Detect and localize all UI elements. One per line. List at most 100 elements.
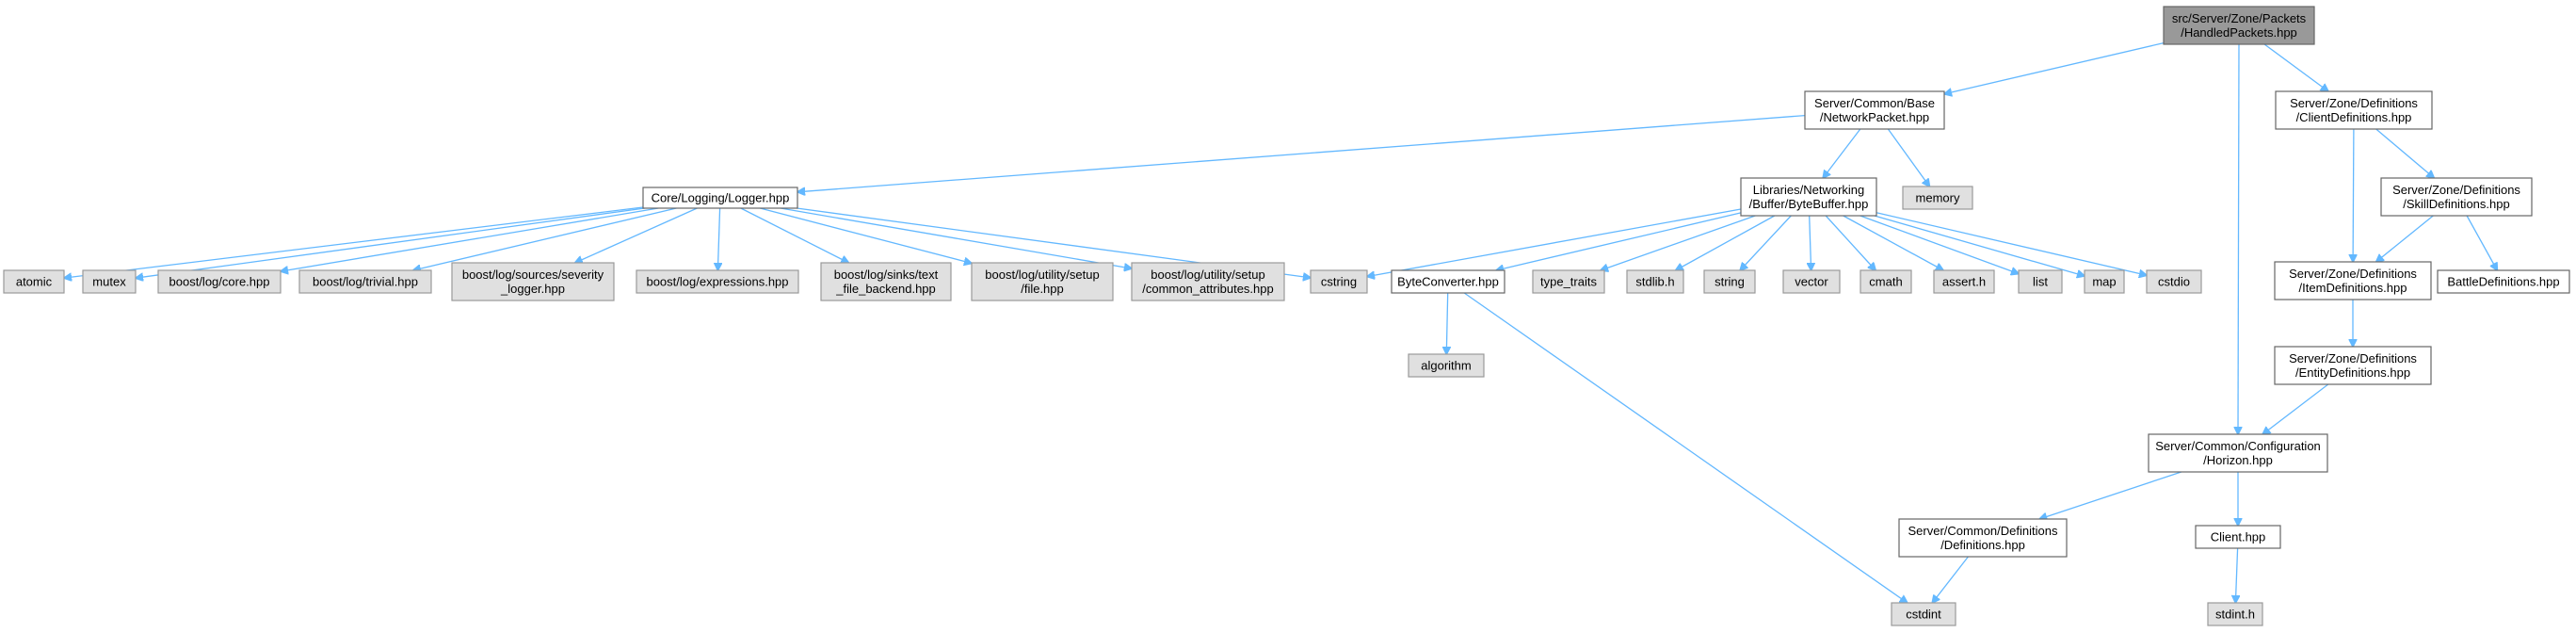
node-box <box>1902 186 1973 210</box>
edge-n31-to-n32 <box>2039 471 2182 519</box>
node-box <box>1408 353 1485 378</box>
edge-n4-to-n16 <box>1367 208 1742 277</box>
node-n17[interactable]: ByteConverter.hpp <box>1391 269 1505 294</box>
node-n19: stdlib.h <box>1626 269 1684 294</box>
node-n20: string <box>1703 269 1756 294</box>
node-label-line: Libraries/Networking <box>1753 183 1865 197</box>
node-label-line: /ClientDefinitions.hpp <box>2296 110 2412 124</box>
node-box <box>2274 261 2432 300</box>
node-label-line: /ItemDefinitions.hpp <box>2299 281 2407 295</box>
node-n11: boost/log/sources/severity_logger.hpp <box>451 262 615 301</box>
node-label-line: Server/Common/Configuration <box>2155 439 2321 453</box>
edge-n3-to-n10 <box>413 207 677 270</box>
node-box <box>157 269 282 294</box>
edge-n33-to-n35 <box>2235 547 2237 603</box>
node-label-line: mutex <box>92 275 126 289</box>
node-n25: map <box>2084 269 2125 294</box>
node-label-line: /NetworkPacket.hpp <box>1820 110 1929 124</box>
node-label-line: _logger.hpp <box>500 282 565 296</box>
node-n13: boost/log/sinks/text_file_backend.hpp <box>820 262 952 301</box>
node-box <box>2084 269 2125 294</box>
node-label-line: algorithm <box>1421 359 1471 373</box>
node-n26: cstdio <box>2146 269 2202 294</box>
node-box <box>820 262 952 301</box>
nodes-layer: src/Server/Zone/Packets/HandledPackets.h… <box>3 6 2570 626</box>
node-label-line: boost/log/utility/setup <box>1151 268 1264 282</box>
node-label-line: Server/Zone/Definitions <box>2392 183 2520 197</box>
node-box <box>1626 269 1684 294</box>
node-box <box>298 269 432 294</box>
node-n27[interactable]: Server/Zone/Definitions/ItemDefinitions.… <box>2274 261 2432 300</box>
node-box <box>2437 269 2570 294</box>
node-label-line: Core/Logging/Logger.hpp <box>652 191 790 205</box>
node-box <box>2274 346 2432 385</box>
node-box <box>1703 269 1756 294</box>
node-label-line: /Definitions.hpp <box>1940 538 2025 552</box>
node-n35: stdint.h <box>2207 602 2263 626</box>
edge-n3-to-n8 <box>136 207 645 278</box>
node-n18: type_traits <box>1532 269 1605 294</box>
node-label-line: atomic <box>16 275 53 289</box>
node-n3[interactable]: Core/Logging/Logger.hpp <box>642 187 798 209</box>
edge-n6-to-n27 <box>2376 215 2434 262</box>
edge-n0-to-n2 <box>2263 43 2328 91</box>
node-n30[interactable]: Server/Zone/Definitions/EntityDefinition… <box>2274 346 2432 385</box>
edge-n6-to-n28 <box>2466 215 2497 270</box>
edge-n4-to-n21 <box>1810 215 1811 270</box>
node-n15: boost/log/utility/setup/common_attribute… <box>1131 262 1285 301</box>
node-label-line: type_traits <box>1540 275 1597 289</box>
node-n4[interactable]: Libraries/Networking/Buffer/ByteBuffer.h… <box>1740 177 1877 217</box>
node-box <box>2018 269 2063 294</box>
node-n6[interactable]: Server/Zone/Definitions/SkillDefinitions… <box>2380 177 2533 217</box>
edges-layer <box>64 41 2497 603</box>
node-box <box>2275 90 2433 130</box>
node-label-line: vector <box>1795 275 1828 289</box>
node-label-line: Server/Zone/Definitions <box>2289 267 2417 281</box>
node-box <box>3 269 65 294</box>
node-n0[interactable]: src/Server/Zone/Packets/HandledPackets.h… <box>2163 6 2315 45</box>
edge-n0-to-n1 <box>1944 41 2165 94</box>
node-box <box>1898 518 2068 558</box>
node-box <box>642 187 798 209</box>
node-box <box>1860 269 1912 294</box>
node-label-line: stdlib.h <box>1635 275 1674 289</box>
node-n22: cmath <box>1860 269 1912 294</box>
node-n24: list <box>2018 269 2063 294</box>
node-n1[interactable]: Server/Common/Base/NetworkPacket.hpp <box>1804 90 1945 130</box>
edge-n4-to-n18 <box>1601 215 1756 270</box>
node-label-line: string <box>1715 275 1745 289</box>
edge-n4-to-n23 <box>1843 215 1943 270</box>
node-label-line: /Buffer/ByteBuffer.hpp <box>1749 197 1869 211</box>
node-n31[interactable]: Server/Common/Configuration/Horizon.hpp <box>2148 433 2328 473</box>
node-label-line: /common_attributes.hpp <box>1142 282 1273 296</box>
node-n33[interactable]: Client.hpp <box>2195 525 2281 549</box>
node-box <box>1740 177 1877 217</box>
node-label-line: boost/log/core.hpp <box>169 275 270 289</box>
node-label-line: src/Server/Zone/Packets <box>2172 11 2307 25</box>
node-n5: memory <box>1902 186 1973 210</box>
node-n16: cstring <box>1310 269 1368 294</box>
node-label-line: /EntityDefinitions.hpp <box>2295 365 2410 380</box>
edge-n3-to-n13 <box>740 207 849 263</box>
node-box <box>1131 262 1285 301</box>
node-n14: boost/log/utility/setup/file.hpp <box>971 262 1114 301</box>
node-box <box>1804 90 1945 130</box>
node-box <box>1933 269 1995 294</box>
node-label-line: /HandledPackets.hpp <box>2181 25 2297 40</box>
edge-n3-to-n12 <box>717 207 719 270</box>
node-n28[interactable]: BattleDefinitions.hpp <box>2437 269 2570 294</box>
node-label-line: boost/log/trivial.hpp <box>313 275 418 289</box>
node-label-line: boost/log/sinks/text <box>834 268 939 282</box>
node-box <box>1532 269 1605 294</box>
edge-n32-to-n34 <box>1932 556 1969 603</box>
edge-n1-to-n3 <box>797 114 1806 192</box>
edge-n4-to-n26 <box>1876 212 2147 276</box>
node-box <box>971 262 1114 301</box>
edge-n17-to-n34 <box>1463 292 1908 603</box>
node-label-line: memory <box>1916 191 1960 205</box>
node-n2[interactable]: Server/Zone/Definitions/ClientDefinition… <box>2275 90 2433 130</box>
node-n32[interactable]: Server/Common/Definitions/Definitions.hp… <box>1898 518 2068 558</box>
node-label-line: /SkillDefinitions.hpp <box>2403 197 2509 211</box>
node-label-line: cstring <box>1321 275 1357 289</box>
node-label-line: _file_backend.hpp <box>835 282 936 296</box>
